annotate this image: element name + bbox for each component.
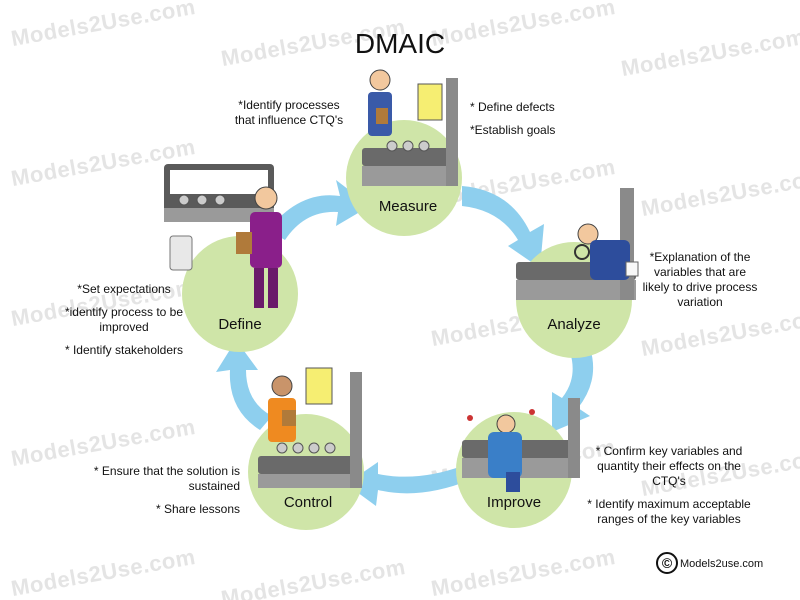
define-label: Define (218, 316, 262, 333)
improve-label: Improve (486, 494, 542, 511)
copyright-icon: © (656, 552, 678, 574)
control-label: Control (283, 494, 333, 511)
control-note-sustained: * Ensure that the solution is sustained (93, 464, 240, 493)
page-title: DMAIC (354, 28, 446, 59)
define-note-expectations: *Set expectations (77, 282, 171, 296)
arrow-analyze-to-improve (552, 348, 594, 432)
measure-note-defects: * Define defects (470, 100, 555, 114)
analyze-illustration (516, 188, 639, 300)
measure-label: Measure (378, 198, 438, 215)
arrow-define-to-measure (268, 180, 370, 240)
control-note-lessons: * Share lessons (155, 502, 240, 516)
arrow-control-to-define (216, 340, 272, 430)
control-notes: * Ensure that the solution is sustained … (80, 464, 240, 525)
measure-note-goals: *Establish goals (470, 123, 556, 137)
arrow-improve-to-control (346, 462, 470, 506)
analyze-notes: *Explanation of the variables that are l… (640, 250, 760, 318)
cycle-arrows (216, 180, 594, 506)
arrow-measure-to-analyze (462, 186, 544, 268)
copyright-text: Models2use.com (680, 558, 764, 570)
measure-illustration (362, 69, 458, 186)
control-illustration (258, 367, 362, 488)
define-note-stakeholders: * Identify stakeholders (64, 343, 184, 357)
analyze-label: Analyze (547, 316, 601, 333)
define-illustration (164, 164, 282, 308)
define-notes: *Set expectations *identify process to b… (56, 282, 192, 366)
improve-note-ranges: * Identify maximum acceptable ranges of … (587, 497, 751, 526)
improve-notes: * Confirm key variables and quantity the… (586, 444, 752, 535)
define-note-process: *identify process to be improved (64, 305, 184, 334)
analyze-note: *Explanation of the variables that are l… (642, 250, 758, 309)
improve-illustration (462, 398, 580, 492)
improve-note-variables: * Confirm key variables and quantity the… (595, 444, 743, 488)
measure-note: *Identify processes that influence CTQ's (234, 98, 344, 127)
measure-notes-right: * Define defects *Establish goals (470, 100, 590, 146)
measure-notes-left: *Identify processes that influence CTQ's (228, 98, 350, 136)
